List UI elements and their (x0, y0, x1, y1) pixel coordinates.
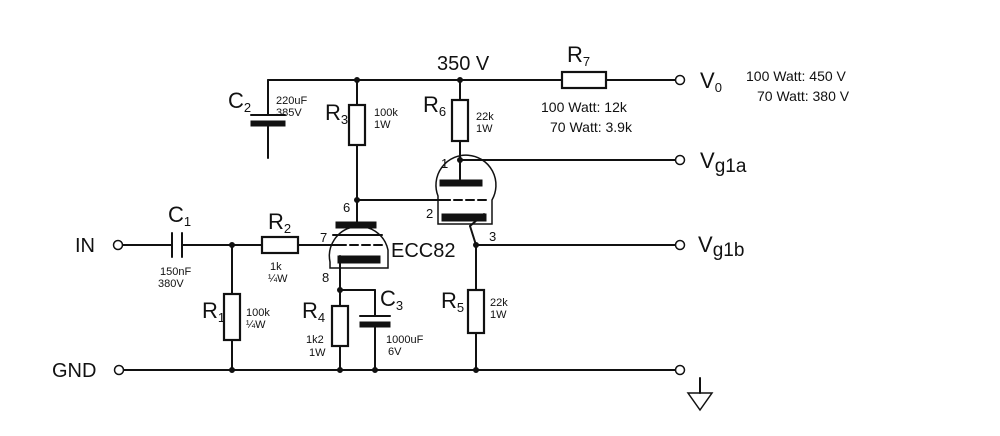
label-r2: R2 (268, 209, 291, 236)
r2-rating: ¼W (268, 273, 288, 285)
label-c2: C2 (228, 88, 251, 115)
c3-rating: 6V (388, 346, 402, 358)
capacitor-c3 (359, 315, 391, 328)
r3-value: 100k (374, 107, 398, 119)
v0-note-100w: 100 Watt: 450 V (746, 68, 847, 84)
r6-value: 22k (476, 111, 494, 123)
pin-8: 8 (322, 270, 329, 285)
label-gnd: GND (52, 360, 96, 382)
capacitor-c2 (250, 114, 286, 127)
resistor-r5 (466, 288, 486, 335)
r3-rating: 1W (374, 119, 391, 131)
terminal-v0 (674, 74, 686, 86)
c3-value: 1000uF (386, 334, 424, 346)
r1-value: 100k (246, 307, 270, 319)
c1-value: 150nF (160, 266, 191, 278)
triode-2 (435, 154, 497, 227)
r5-value: 22k (490, 297, 508, 309)
terminal-vg1a (674, 154, 686, 166)
r4-rating: 1W (309, 347, 326, 359)
label-r3: R3 (325, 100, 348, 127)
pin-7: 7 (320, 230, 327, 245)
label-in: IN (75, 235, 95, 257)
r1-rating: ¼W (246, 319, 266, 331)
label-r4: R4 (302, 298, 325, 325)
label-vg1a: Vg1a (700, 148, 747, 177)
terminal-gnd (113, 364, 125, 376)
c2-rating: 385V (276, 107, 302, 119)
label-r5: R5 (441, 288, 464, 315)
terminals (112, 74, 686, 376)
label-v0: V0 (700, 68, 722, 95)
wires (122, 79, 676, 371)
r2-value: 1k (270, 261, 282, 273)
r4-value: 1k2 (306, 334, 324, 346)
v0-note-70w: 70 Watt: 380 V (757, 88, 850, 104)
label-vg1b: Vg1b (698, 232, 744, 261)
ground-symbol (686, 377, 714, 412)
resistor-r6 (450, 98, 470, 143)
pin-2: 2 (426, 206, 433, 221)
pin-6: 6 (343, 200, 350, 215)
resistors (222, 70, 608, 348)
resistor-r4 (330, 304, 350, 348)
label-r6: R6 (423, 92, 446, 119)
label-c1: C1 (168, 202, 191, 229)
label-c3: C3 (380, 286, 403, 313)
capacitors (171, 114, 391, 328)
resistor-r2 (260, 235, 300, 255)
tube-label: ECC82 (391, 240, 455, 262)
terminal-vg1b (674, 239, 686, 251)
label-r7: R7 (567, 42, 590, 69)
r5-rating: 1W (490, 309, 507, 321)
triode-1 (328, 221, 389, 269)
c2-value: 220uF (276, 95, 307, 107)
resistor-r7 (560, 70, 608, 90)
terminal-ground-out (674, 364, 686, 376)
pin-3: 3 (489, 229, 496, 244)
label-r1: R1 (202, 298, 225, 325)
junction-dots (229, 77, 479, 373)
c1-rating: 380V (158, 278, 184, 290)
terminal-in (112, 239, 124, 251)
capacitor-c1 (171, 232, 183, 258)
pin-1: 1 (441, 156, 448, 171)
r7-note-70w: 70 Watt: 3.9k (550, 119, 633, 135)
resistor-r3 (347, 103, 367, 147)
supply-voltage-label: 350 V (437, 53, 490, 75)
resistor-r1 (222, 292, 242, 342)
r6-rating: 1W (476, 123, 493, 135)
r7-note-100w: 100 Watt: 12k (541, 99, 628, 115)
